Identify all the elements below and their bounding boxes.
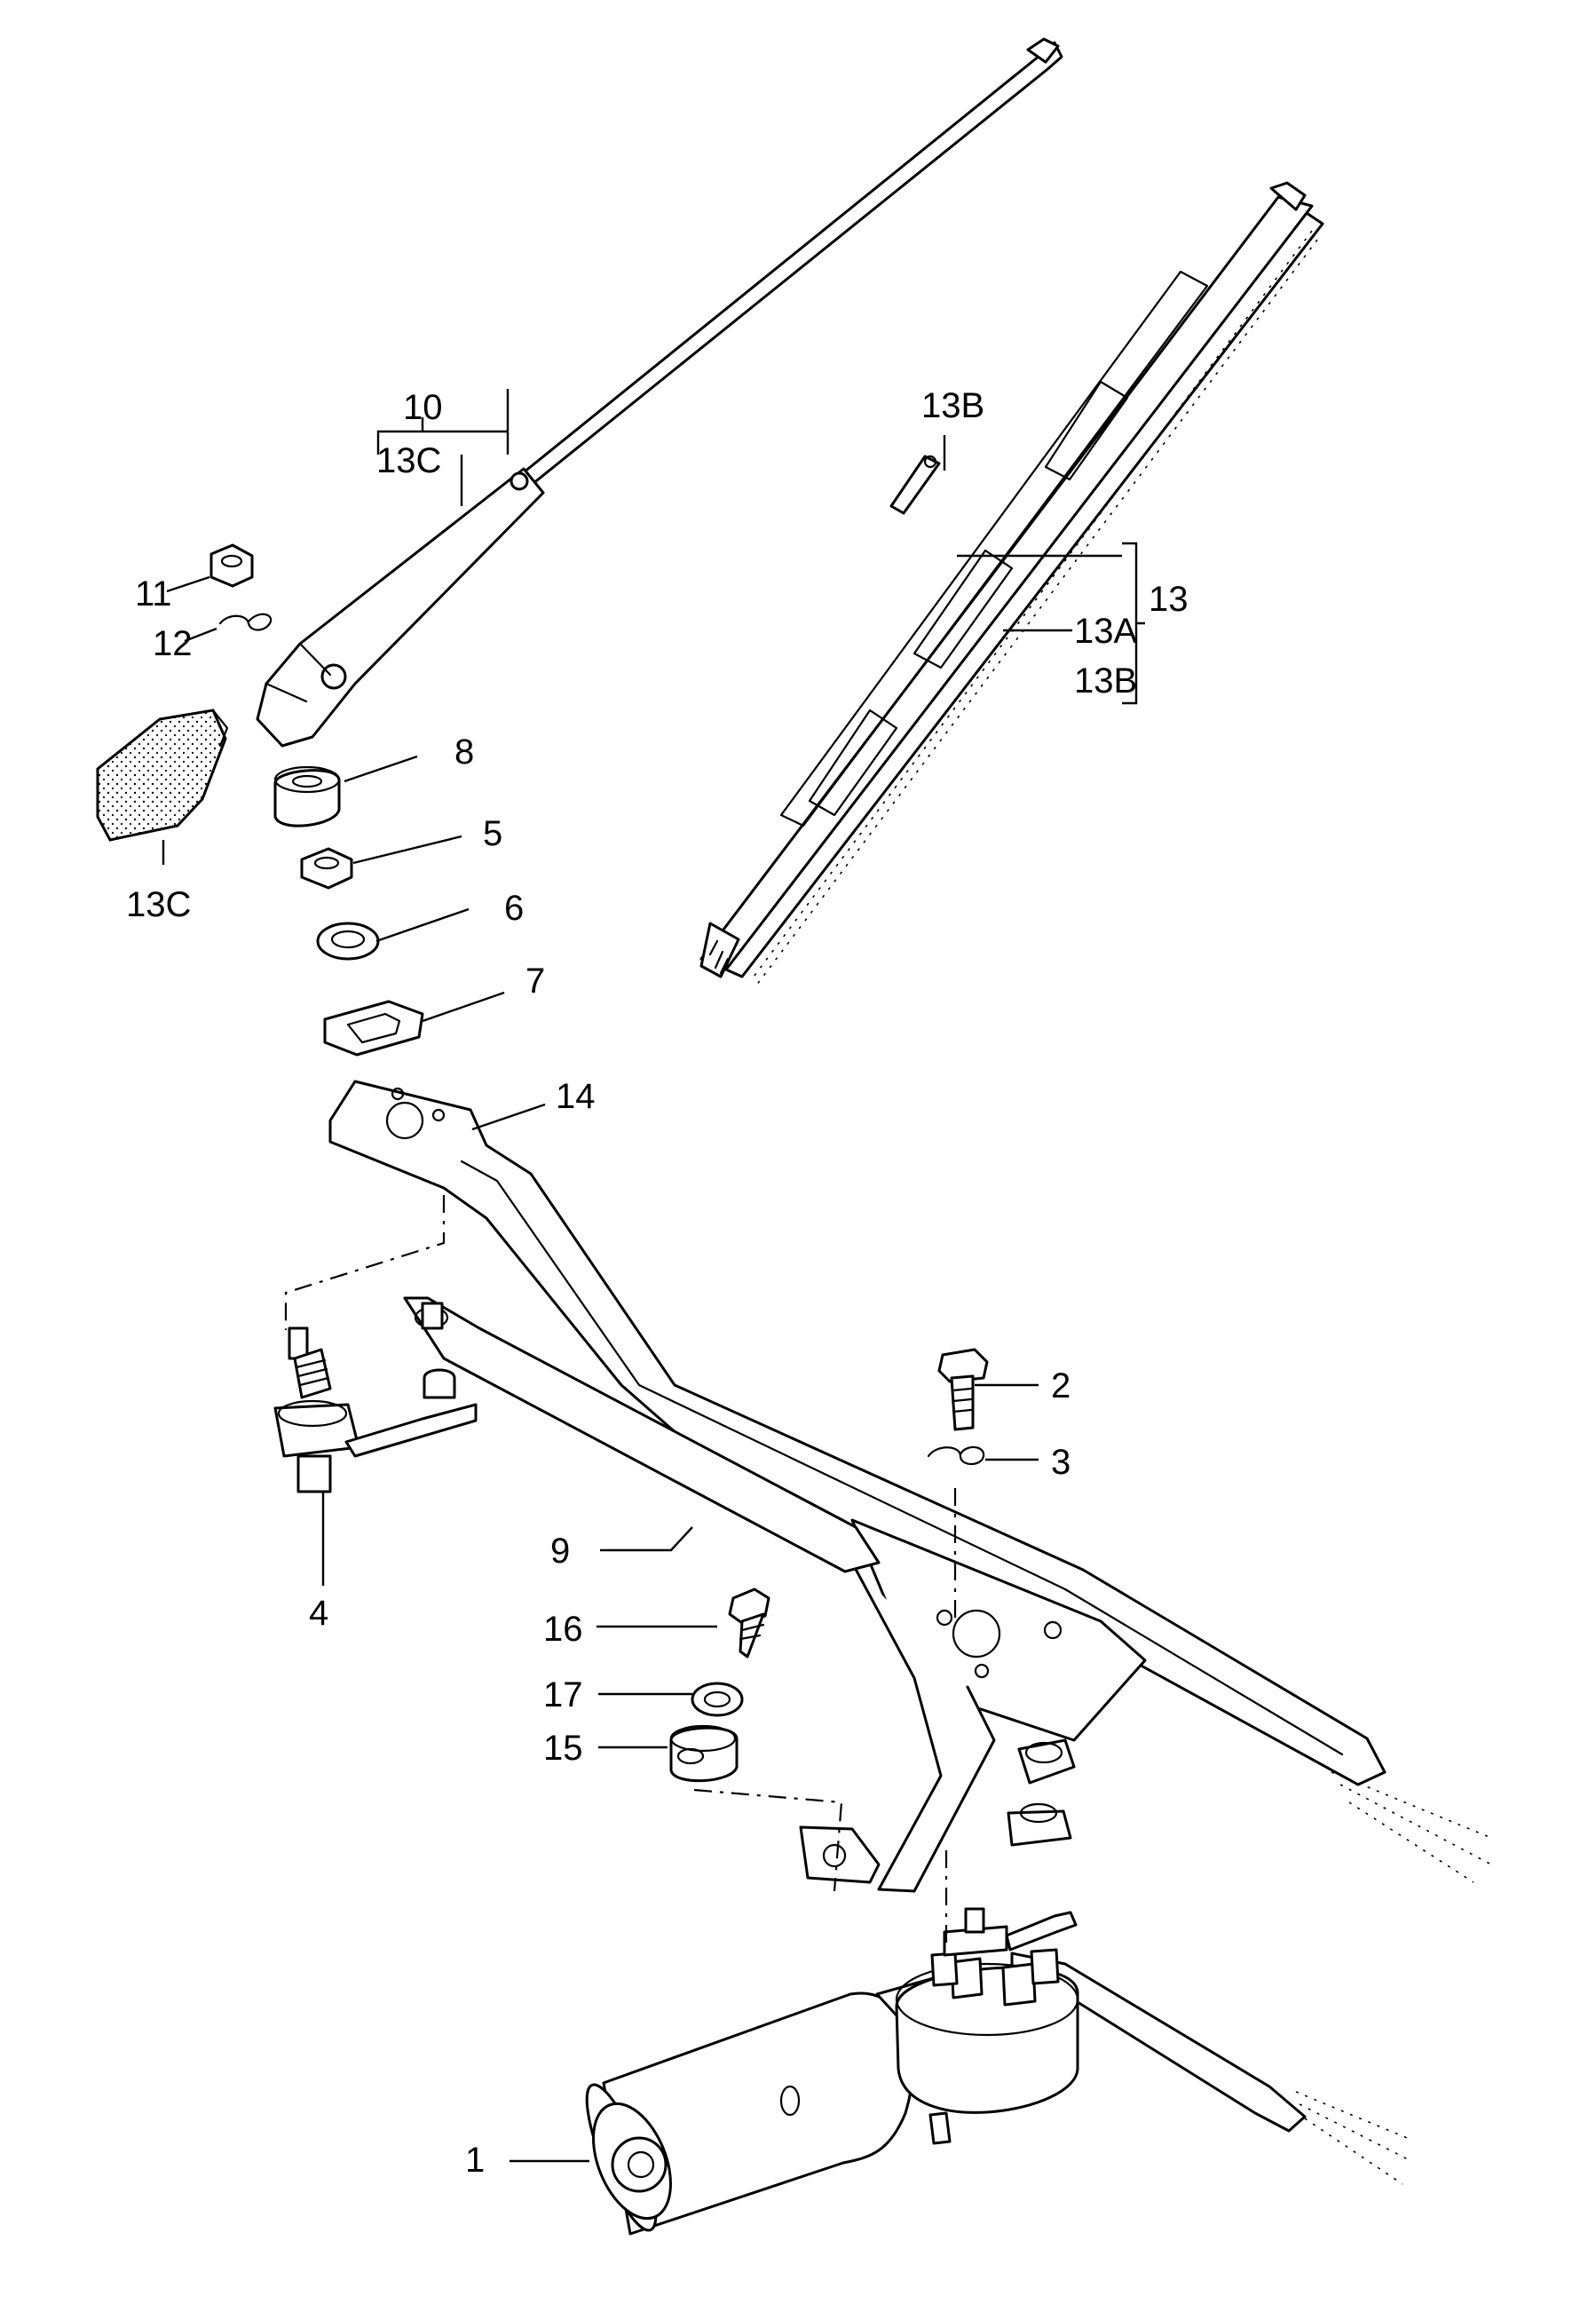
assembly-lines	[284, 1195, 957, 1944]
seal	[323, 1000, 424, 1057]
spring-washer	[218, 613, 273, 631]
label-13c-cap: 13C	[126, 885, 191, 924]
hex-nut	[300, 847, 353, 890]
label-9: 9	[550, 1532, 570, 1571]
label-5: 5	[483, 814, 502, 853]
leader-lines	[162, 389, 1145, 2163]
nut	[209, 543, 254, 588]
label-13: 13	[1149, 580, 1189, 619]
wiper-blade	[699, 181, 1324, 986]
grommet	[669, 1724, 739, 1783]
part-labels: 1 2 3 4 5 6 7 8 9 10 11 12 13 13A 13B 13…	[126, 386, 1189, 2180]
spring-washer-2	[927, 1445, 985, 1466]
washer	[316, 922, 380, 961]
label-13c-bracket: 13C	[376, 441, 441, 480]
label-2: 2	[1051, 1366, 1071, 1405]
label-8: 8	[454, 732, 474, 772]
label-4: 4	[309, 1594, 328, 1633]
wiper-motor	[585, 1907, 1079, 2236]
bolt	[937, 1348, 989, 1431]
label-10: 10	[403, 388, 443, 427]
label-13b-clip: 13B	[921, 386, 984, 425]
label-7: 7	[525, 962, 545, 1001]
linkage-frame	[328, 1080, 1387, 1893]
linkage-rod	[403, 1296, 1307, 2133]
label-14: 14	[556, 1077, 596, 1116]
wiper-pivot	[273, 1326, 478, 1493]
blade-clip	[889, 455, 941, 515]
continuation-lines	[1295, 1771, 1492, 2185]
label-13b-blade: 13B	[1074, 661, 1137, 701]
label-3: 3	[1051, 1443, 1071, 1482]
label-6: 6	[504, 889, 524, 928]
label-13a-blade: 13A	[1074, 612, 1137, 651]
label-15: 15	[543, 1729, 583, 1768]
washer-2	[691, 1682, 744, 1717]
label-1: 1	[465, 2141, 485, 2180]
label-11: 11	[135, 574, 172, 614]
label-12: 12	[153, 624, 193, 663]
bushing	[273, 765, 341, 827]
cover-cap	[96, 709, 229, 842]
label-16: 16	[543, 1610, 583, 1649]
label-17: 17	[543, 1675, 583, 1714]
screw	[728, 1587, 770, 1659]
wiper-arm	[256, 37, 1063, 748]
